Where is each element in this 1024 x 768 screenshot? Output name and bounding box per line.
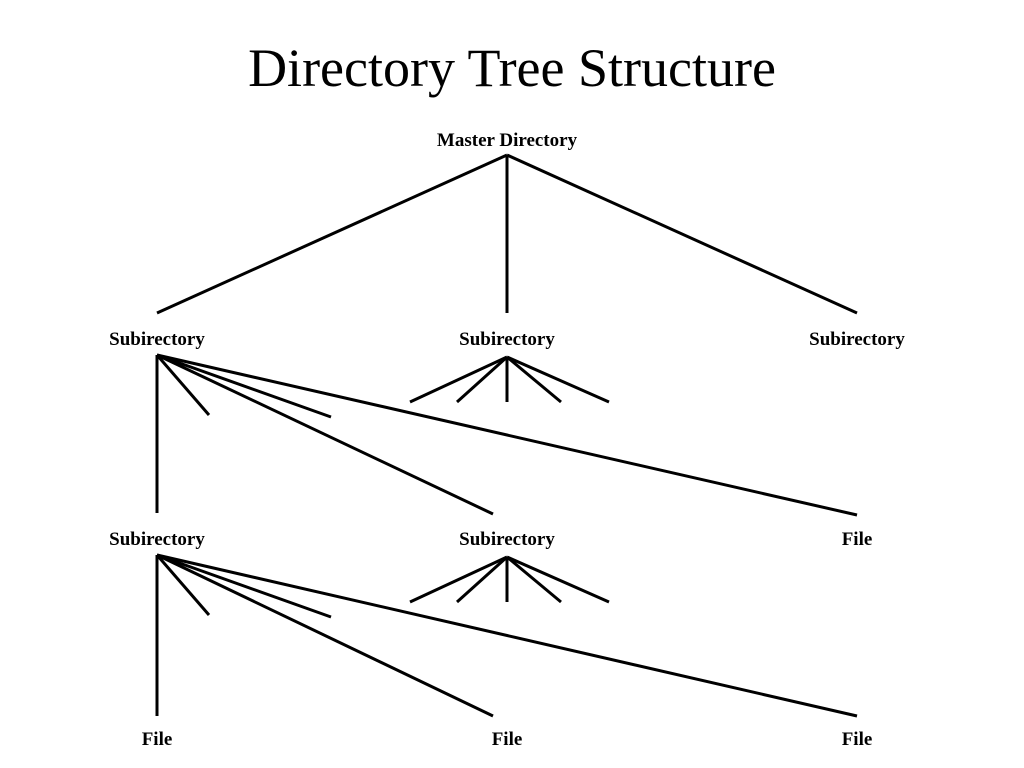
edge-root-to-subdir-left — [156, 153, 508, 315]
fan2-stub-4 — [506, 555, 562, 604]
node-subdirectory-l1-right: Subirectory — [809, 329, 905, 350]
fan2-stub-1 — [409, 555, 508, 604]
subdir-left-edges — [155, 353, 858, 517]
fan-stub-2 — [455, 355, 509, 404]
node-file-l2-right: File — [842, 529, 873, 550]
fan2-stub-2 — [455, 555, 509, 604]
node-subdirectory-l2-center: Subirectory — [459, 529, 555, 550]
edge-subdir-left-to-file-l2 — [156, 353, 858, 517]
node-file-l3-left: File — [142, 729, 173, 750]
edge-root-to-subdir-right — [506, 153, 858, 315]
subdir-center-fan — [409, 355, 610, 404]
edge-subdir-left-stub-1 — [155, 354, 211, 416]
edge-subdir-l2-stub-2 — [156, 553, 332, 619]
fan-stub-5 — [506, 355, 610, 404]
node-file-l3-center: File — [492, 729, 523, 750]
edge-subdir-left-to-subdir-center-l2 — [156, 353, 494, 516]
edge-subdir-l2-stub-1 — [155, 554, 211, 616]
fan2-stub-5 — [506, 555, 610, 604]
edge-subdir-l2-to-file-right — [156, 553, 858, 718]
fan-stub-4 — [506, 355, 562, 404]
node-file-l3-right: File — [842, 729, 873, 750]
node-subdirectory-l2-left: Subirectory — [109, 529, 205, 550]
edge-subdir-l2-to-file-center — [156, 553, 494, 718]
subdir-l2-center-fan — [409, 555, 610, 604]
subdir-l2-left-edges — [155, 553, 858, 718]
page-title: Directory Tree Structure — [248, 38, 776, 98]
node-subdirectory-l1-left: Subirectory — [109, 329, 205, 350]
edge-subdir-left-stub-2 — [156, 353, 332, 419]
node-master-directory: Master Directory — [437, 130, 578, 151]
root-edges — [156, 153, 858, 315]
fan-stub-1 — [409, 355, 508, 404]
node-subdirectory-l1-center: Subirectory — [459, 329, 555, 350]
